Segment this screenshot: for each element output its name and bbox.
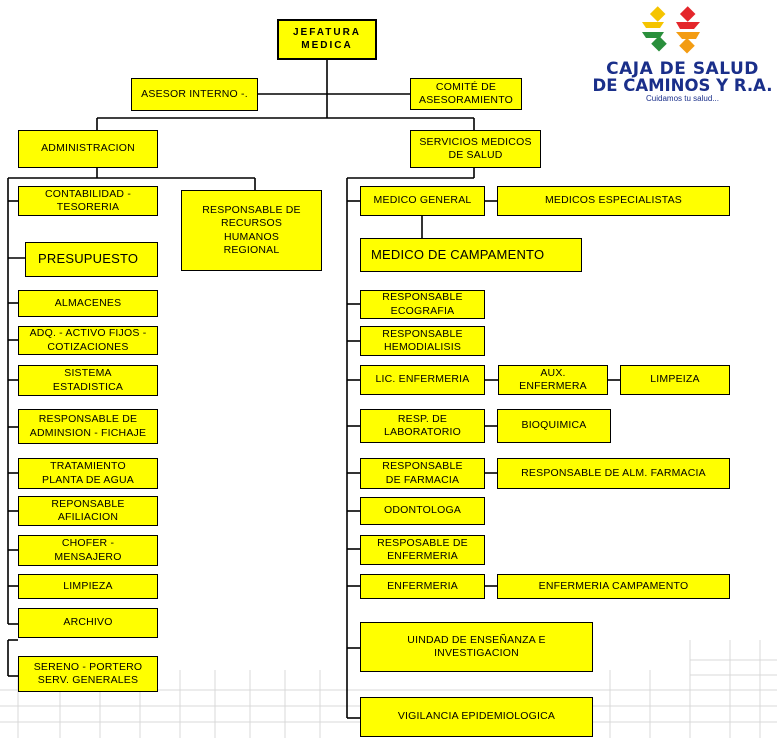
node-tratamiento-agua: TRATAMIENTO PLANTA DE AGUA <box>18 458 158 489</box>
node-almacenes: ALMACENES <box>18 290 158 317</box>
node-aux-enfermera: AUX. ENFERMERA <box>498 365 608 395</box>
node-adq-activo-fijos: ADQ. - ACTIVO FIJOS - COTIZACIONES <box>18 326 158 355</box>
node-enfermeria-campamento: ENFERMERIA CAMPAMENTO <box>497 574 730 599</box>
node-medico-campamento: MEDICO DE CAMPAMENTO <box>360 238 582 272</box>
node-medicos-especialistas: MEDICOS ESPECIALISTAS <box>497 186 730 216</box>
node-laboratorio: RESP. DE LABORATORIO <box>360 409 485 443</box>
node-afiliacion: REPONSABLE AFILIACION <box>18 496 158 526</box>
node-farmacia: RESPONSABLE DE FARMACIA <box>360 458 485 489</box>
node-asesor-interno: ASESOR INTERNO -. <box>131 78 258 111</box>
node-administracion: ADMINISTRACION <box>18 130 158 168</box>
node-hemodialisis: RESPONSABLE HEMODIALISIS <box>360 326 485 356</box>
node-bioquimica: BIOQUIMICA <box>497 409 611 443</box>
node-contabilidad: CONTABILIDAD - TESORERIA <box>18 186 158 216</box>
logo-mark-icon <box>642 6 700 54</box>
node-archivo: ARCHIVO <box>18 608 158 638</box>
caja-de-salud-logo: CAJA DE SALUD DE CAMINOS Y R.A. Cuidamos… <box>590 6 775 106</box>
node-chofer-mensajero: CHOFER - MENSAJERO <box>18 535 158 566</box>
logo-subtitle: DE CAMINOS Y R.A. <box>592 76 773 95</box>
node-ecografia: RESPONSABLE ECOGRAFIA <box>360 290 485 319</box>
node-comite-asesoramiento: COMITÉ DE ASESORAMIENTO <box>410 78 522 110</box>
logo-tagline: Cuidamos tu salud... <box>646 94 719 103</box>
node-sistema-estadistica: SISTEMA ESTADISTICA <box>18 365 158 396</box>
node-vigilancia-epidemiologica: VIGILANCIA EPIDEMIOLOGICA <box>360 697 593 737</box>
node-sereno-portero: SERENO - PORTERO SERV. GENERALES <box>18 656 158 692</box>
node-medico-general: MEDICO GENERAL <box>360 186 485 216</box>
node-odontologa: ODONTOLOGA <box>360 497 485 525</box>
logo-title: CAJA DE SALUD <box>606 59 759 79</box>
node-recursos-humanos: RESPONSABLE DE RECURSOS HUMANOS REGIONAL <box>181 190 322 271</box>
node-responsable-enfermeria: RESPOSABLE DE ENFERMERIA <box>360 535 485 565</box>
node-alm-farmacia: RESPONSABLE DE ALM. FARMACIA <box>497 458 730 489</box>
node-ensenanza-investigacion: UINDAD DE ENSEÑANZA E INVESTIGACION <box>360 622 593 672</box>
node-enfermeria: ENFERMERIA <box>360 574 485 599</box>
node-admision-fichaje: RESPONSABLE DE ADMINSION - FICHAJE <box>18 409 158 444</box>
node-jefatura-medica: JEFATURA MEDICA <box>277 19 377 60</box>
node-servicios-medicos: SERVICIOS MEDICOS DE SALUD <box>410 130 541 168</box>
node-limpieza-administracion: LIMPIEZA <box>18 574 158 599</box>
node-limpeiza-servicios: LIMPEIZA <box>620 365 730 395</box>
node-lic-enfermeria: LIC. ENFERMERIA <box>360 365 485 395</box>
node-presupuesto: PRESUPUESTO <box>25 242 158 277</box>
